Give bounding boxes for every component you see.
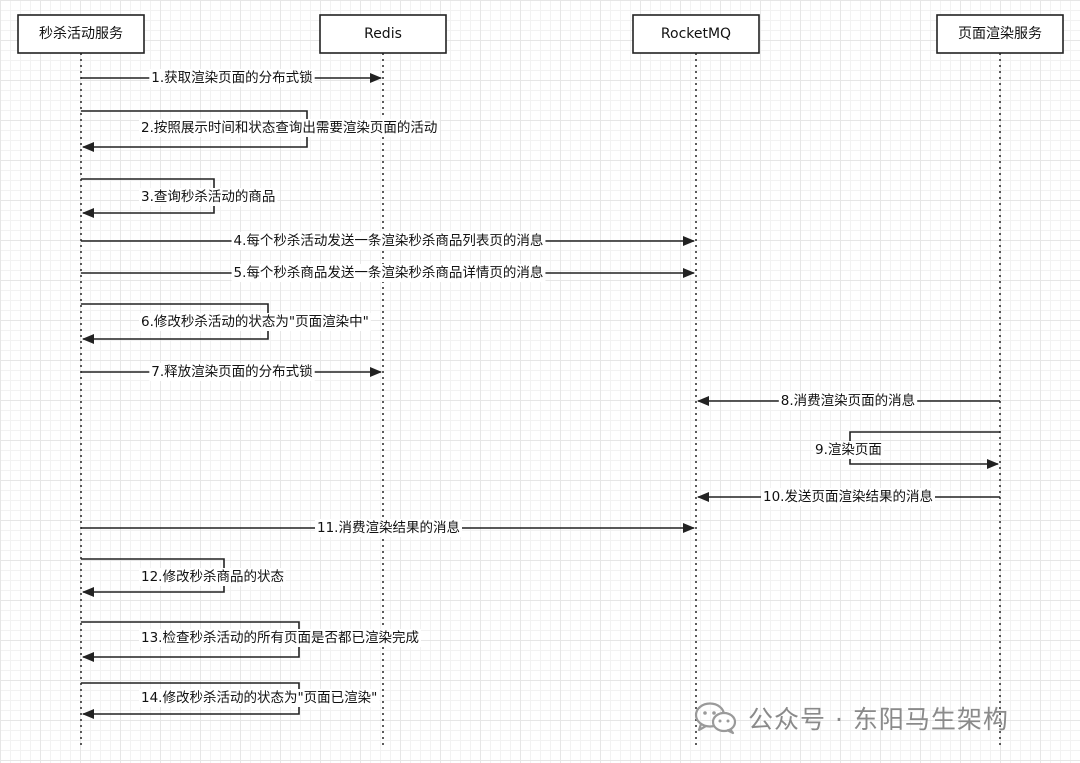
message-label: 2.按照展示时间和状态查询出需要渲染页面的活动 [141,120,437,136]
message-label: 6.修改秒杀活动的状态为"页面渲染中" [141,314,369,330]
message-label: 14.修改秒杀活动的状态为"页面已渲染" [141,690,377,706]
message-label-bg [139,568,286,586]
actor-label: RocketMQ [661,26,731,42]
actor-label: 秒杀活动服务 [39,26,123,42]
actor-redis: Redis [319,14,447,54]
message-label-bg [139,689,380,707]
message-label-bg [139,119,440,137]
message-label: 12.修改秒杀商品的状态 [141,569,284,585]
message-label-bg [231,264,546,282]
actor-mq: RocketMQ [632,14,760,54]
message-label-bg [139,313,371,331]
message-9: 9.渲染页面 [813,431,1000,469]
message-13: 13.检查秒杀活动的所有页面是否都已渲染完成 [81,621,421,662]
message-label: 5.每个秒杀商品发送一条渲染秒杀商品详情页的消息 [234,264,544,281]
message-label-bg [231,232,546,250]
message-7: 7.释放渲染页面的分布式锁 [81,363,382,381]
actor-box [632,14,760,54]
actor-seckill: 秒杀活动服务 [17,14,145,54]
actor-box [936,14,1064,54]
actor-label: Redis [364,26,402,42]
message-3: 3.查询秒杀活动的商品 [81,178,278,218]
message-label-bg [149,69,315,87]
message-14: 14.修改秒杀活动的状态为"页面已渲染" [81,682,380,719]
message-label: 10.发送页面渲染结果的消息 [763,488,933,505]
message-5: 5.每个秒杀商品发送一条渲染秒杀商品详情页的消息 [81,264,695,282]
actor-box [319,14,447,54]
message-label-bg [778,392,918,410]
message-1: 1.获取渲染页面的分布式锁 [81,69,382,87]
message-4: 4.每个秒杀活动发送一条渲染秒杀商品列表页的消息 [81,232,695,250]
watermark-text: 公众号 · 东阳马生架构 [748,705,1009,734]
actor-render: 页面渲染服务 [936,14,1064,54]
actor-box [17,14,145,54]
message-label: 13.检查秒杀活动的所有页面是否都已渲染完成 [141,630,419,646]
message-label-bg [139,188,278,206]
message-label-bg [813,441,884,459]
message-label: 3.查询秒杀活动的商品 [141,189,275,205]
message-10: 10.发送页面渲染结果的消息 [697,488,1000,506]
message-11: 11.消费渲染结果的消息 [81,519,695,537]
message-2: 2.按照展示时间和状态查询出需要渲染页面的活动 [81,110,440,152]
message-label: 4.每个秒杀活动发送一条渲染秒杀商品列表页的消息 [234,232,544,249]
message-8: 8.消费渲染页面的消息 [697,392,1000,410]
message-label-bg [315,519,462,537]
message-label: 7.释放渲染页面的分布式锁 [151,364,312,380]
message-label: 8.消费渲染页面的消息 [781,392,915,409]
message-6: 6.修改秒杀活动的状态为"页面渲染中" [81,303,371,344]
message-12: 12.修改秒杀商品的状态 [81,558,286,597]
message-label: 1.获取渲染页面的分布式锁 [151,70,312,86]
watermark: 公众号 · 东阳马生架构 [694,700,1009,736]
message-label-bg [139,629,421,647]
wechat-icon [694,702,737,735]
message-label: 9.渲染页面 [815,442,882,458]
message-label-bg [149,363,315,381]
message-label-bg [761,488,935,506]
message-label: 11.消费渲染结果的消息 [317,519,460,536]
actor-label: 页面渲染服务 [958,26,1042,42]
